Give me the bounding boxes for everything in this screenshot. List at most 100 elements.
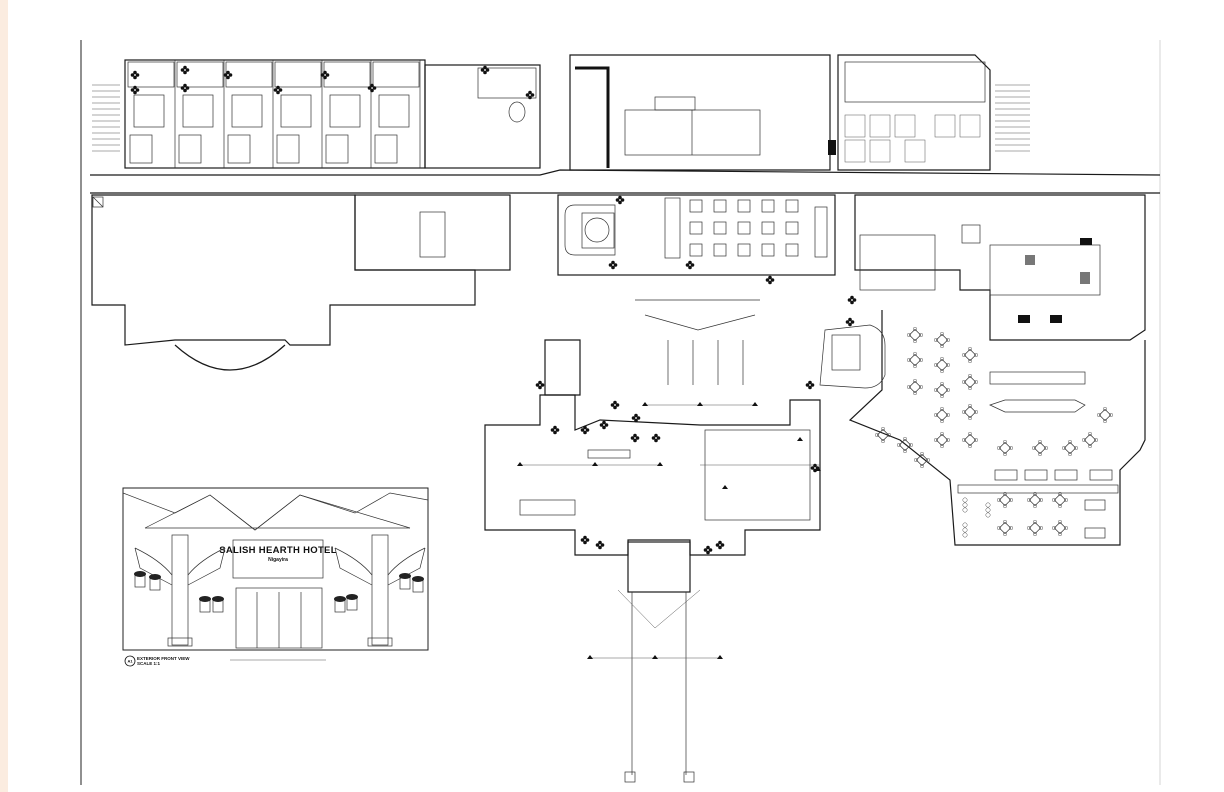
column: [92, 196, 104, 208]
chair: [967, 443, 973, 449]
dining-table: [737, 199, 751, 213]
dining-table: [1028, 493, 1042, 507]
chair: [874, 432, 880, 438]
plant-icon: [631, 413, 641, 423]
chair: [918, 357, 924, 363]
roof-peaks: [144, 494, 411, 531]
chair: [961, 352, 967, 358]
chair: [945, 387, 951, 393]
totem-wings: [334, 547, 426, 576]
chair: [1057, 519, 1063, 525]
shrub: [346, 594, 358, 600]
chair: [973, 409, 979, 415]
dining-table: [1053, 493, 1067, 507]
buffet-counter: [989, 371, 1086, 385]
balcony: [323, 61, 371, 88]
office: [934, 114, 956, 138]
chair: [908, 442, 914, 448]
plant-icon: [480, 65, 490, 75]
chair: [1063, 525, 1069, 531]
dining-table: [935, 408, 949, 422]
corridor-wall-north: [90, 169, 1161, 176]
plant-icon: [180, 65, 190, 75]
chair: [967, 385, 973, 391]
chair: [880, 438, 886, 444]
chair: [1037, 439, 1043, 445]
dining-table: [1028, 521, 1042, 535]
chair: [1026, 525, 1032, 531]
totem-wings: [334, 547, 426, 586]
dining-table: [689, 221, 703, 235]
plant-icon: [608, 260, 618, 270]
dining-table: [998, 521, 1012, 535]
dining-table: [876, 428, 890, 442]
balcony: [372, 61, 420, 88]
chair: [912, 338, 918, 344]
staff-offices-block: [569, 54, 831, 171]
dining-table: [761, 243, 775, 257]
chair: [1057, 503, 1063, 509]
plant-icon: [685, 260, 695, 270]
chair: [973, 352, 979, 358]
long-table: [1084, 499, 1106, 511]
chair: [1096, 412, 1102, 418]
shrub: [212, 596, 224, 602]
chair: [945, 412, 951, 418]
suite: [424, 64, 541, 169]
chair: [1057, 491, 1063, 497]
dining-tables: [874, 326, 1114, 539]
chair: [967, 358, 973, 364]
chair: [1051, 525, 1057, 531]
light-fixture-icon: [652, 655, 658, 659]
chair: [967, 431, 973, 437]
restaurant-wall: [848, 310, 1146, 546]
admin-offices-block: [837, 54, 991, 171]
chair: [961, 437, 967, 443]
chair: [996, 445, 1002, 451]
chair: [1008, 445, 1014, 451]
chair: [906, 357, 912, 363]
chair: [1008, 525, 1014, 531]
chair: [1081, 437, 1087, 443]
plant-icon: [615, 195, 625, 205]
chair: [912, 378, 918, 384]
view-scale: SCALE 1:1: [137, 661, 161, 666]
chair: [945, 337, 951, 343]
appliance: [1080, 238, 1092, 245]
booth: [1024, 469, 1048, 481]
totem-wings: [134, 547, 226, 576]
balcony: [225, 61, 273, 88]
suite-balcony: [477, 67, 537, 99]
dining-table: [963, 375, 977, 389]
shrub: [399, 573, 411, 579]
chair: [939, 393, 945, 399]
chair: [939, 368, 945, 374]
office: [904, 139, 926, 163]
stairs-right: [995, 84, 1030, 152]
light-fixture-icon: [657, 462, 663, 466]
guest-rooms: [127, 60, 421, 168]
chair: [1008, 497, 1014, 503]
chair: [1031, 445, 1037, 451]
light-fixture-icon: [797, 437, 803, 441]
chair: [933, 387, 939, 393]
dining-table: [785, 243, 799, 257]
dining-table: [915, 453, 929, 467]
light-fixture-icon: [517, 462, 523, 466]
view-title: EXTERIOR FRONT VIEW: [137, 656, 190, 661]
chair: [933, 362, 939, 368]
chair: [967, 373, 973, 379]
chair: [939, 431, 945, 437]
stool: [962, 502, 968, 508]
lobby: [484, 394, 821, 556]
totem-base: [367, 637, 393, 647]
chair: [906, 384, 912, 390]
totem-poles: [134, 534, 426, 647]
chair: [906, 332, 912, 338]
chair: [1037, 451, 1043, 457]
chair: [1073, 445, 1079, 451]
dining-table: [935, 383, 949, 397]
dining-table: [963, 433, 977, 447]
balcony: [274, 61, 322, 88]
plant-icon: [715, 540, 725, 550]
